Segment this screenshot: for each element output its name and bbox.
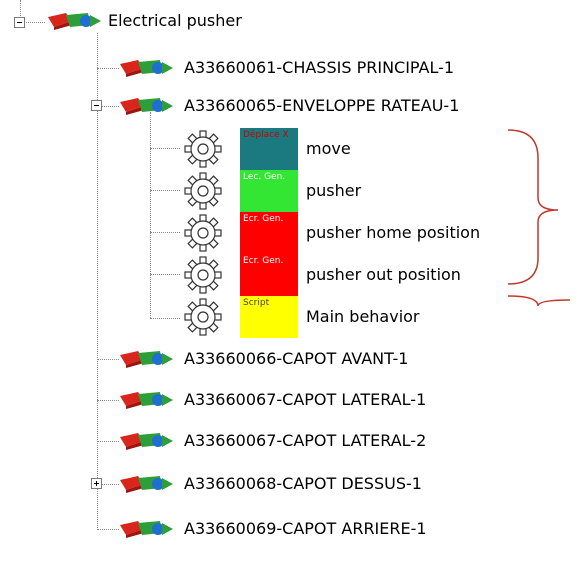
tree-line-h (150, 148, 180, 149)
gear-icon (184, 172, 222, 210)
tree-line-h (97, 400, 119, 401)
part-icon (120, 351, 173, 368)
gear-icon (184, 214, 222, 252)
behavior-label[interactable]: pusher (306, 181, 362, 200)
tree-line-h (97, 484, 119, 485)
behavior-badge: Ecr. Gen. (240, 254, 298, 296)
tree-line-h (97, 441, 119, 442)
gear-icon (184, 130, 222, 168)
gear-icon (184, 298, 222, 336)
tree-part-label[interactable]: A33660065-ENVELOPPE RATEAU-1 (184, 96, 460, 115)
gear-icon (184, 256, 222, 294)
collapse-toggle[interactable] (14, 17, 25, 28)
part-icon (120, 476, 173, 493)
part-icon (120, 433, 173, 450)
behavior-label[interactable]: move (306, 139, 351, 158)
tree-line-h (97, 529, 119, 530)
assembly-icon (48, 13, 101, 30)
tree-line-h (20, 22, 45, 23)
behavior-badge: Ecr. Gen. (240, 212, 298, 254)
tree-part-label[interactable]: A33660067-CAPOT LATERAL-1 (184, 390, 427, 409)
tree-line-h (97, 359, 119, 360)
behavior-label[interactable]: pusher out position (306, 265, 461, 284)
tree-part-label[interactable]: A33660068-CAPOT DESSUS-1 (184, 474, 422, 493)
behavior-label[interactable]: pusher home position (306, 223, 481, 242)
behavior-badge: Script (240, 296, 298, 338)
tree-line-h (97, 68, 119, 69)
tree-part-label[interactable]: A33660069-CAPOT ARRIERE-1 (184, 519, 427, 538)
part-icon (120, 98, 173, 115)
part-icon (120, 392, 173, 409)
behavior-label[interactable]: Main behavior (306, 307, 420, 326)
tree-line-h (97, 106, 119, 107)
collapse-toggle[interactable] (91, 100, 102, 111)
tree-part-label[interactable]: A33660061-CHASSIS PRINCIPAL-1 (184, 58, 455, 77)
part-icon (120, 521, 173, 538)
tree-line-h (150, 190, 180, 191)
tree-part-label[interactable]: A33660067-CAPOT LATERAL-2 (184, 431, 427, 450)
tree-line-top (20, 0, 21, 16)
tree-line-root (97, 33, 98, 530)
tree-part-label[interactable]: A33660066-CAPOT AVANT-1 (184, 349, 409, 368)
brace-annotation (507, 129, 571, 307)
expand-toggle[interactable] (91, 478, 102, 489)
behavior-badge: Lec. Gen. (240, 170, 298, 212)
part-icon (120, 60, 173, 77)
tree-line-h (150, 232, 180, 233)
tree-line-child (150, 112, 151, 318)
behavior-badge: Déplace X (240, 128, 298, 170)
tree-root-label[interactable]: Electrical pusher (108, 11, 242, 30)
tree-line-h (150, 274, 180, 275)
tree-line-h (150, 318, 180, 319)
